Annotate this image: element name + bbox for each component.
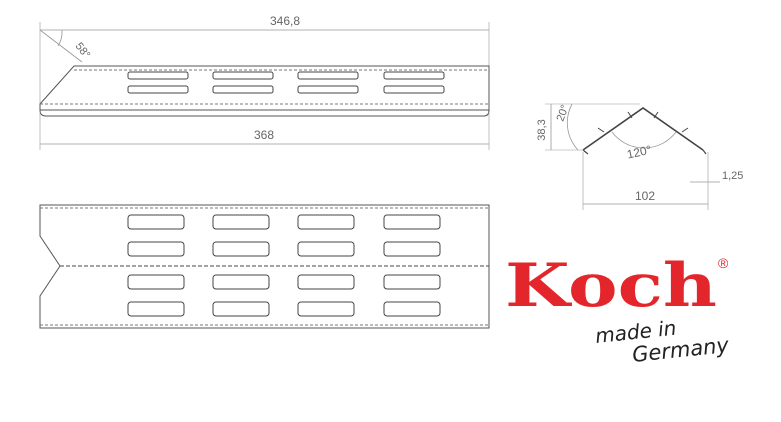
top-view <box>39 22 490 150</box>
angle-arc-58 <box>39 29 83 63</box>
dim-label-angle-20: 20° <box>555 103 572 123</box>
dim-label-total-length: 368 <box>254 128 274 142</box>
plan-outline <box>39 204 490 329</box>
dim-label-height: 38,3 <box>536 119 548 140</box>
side-slots <box>127 71 445 94</box>
roof-profile <box>582 107 704 151</box>
plan-view <box>39 204 490 329</box>
koch-logo: Koch ® made in Germany <box>505 251 730 367</box>
profile-view <box>545 103 720 210</box>
dim-label-profile-width: 102 <box>635 189 655 203</box>
registered-mark: ® <box>718 255 729 271</box>
dim-label-angle-120: 120° <box>626 143 653 162</box>
dim-label-angle-58: 58° <box>73 40 93 61</box>
plan-slots <box>127 214 441 317</box>
dim-label-top-width: 346,8 <box>270 14 300 28</box>
dim-label-thickness: 1,25 <box>722 170 743 182</box>
side-profile <box>39 65 490 111</box>
brand-name: Koch <box>505 251 717 321</box>
